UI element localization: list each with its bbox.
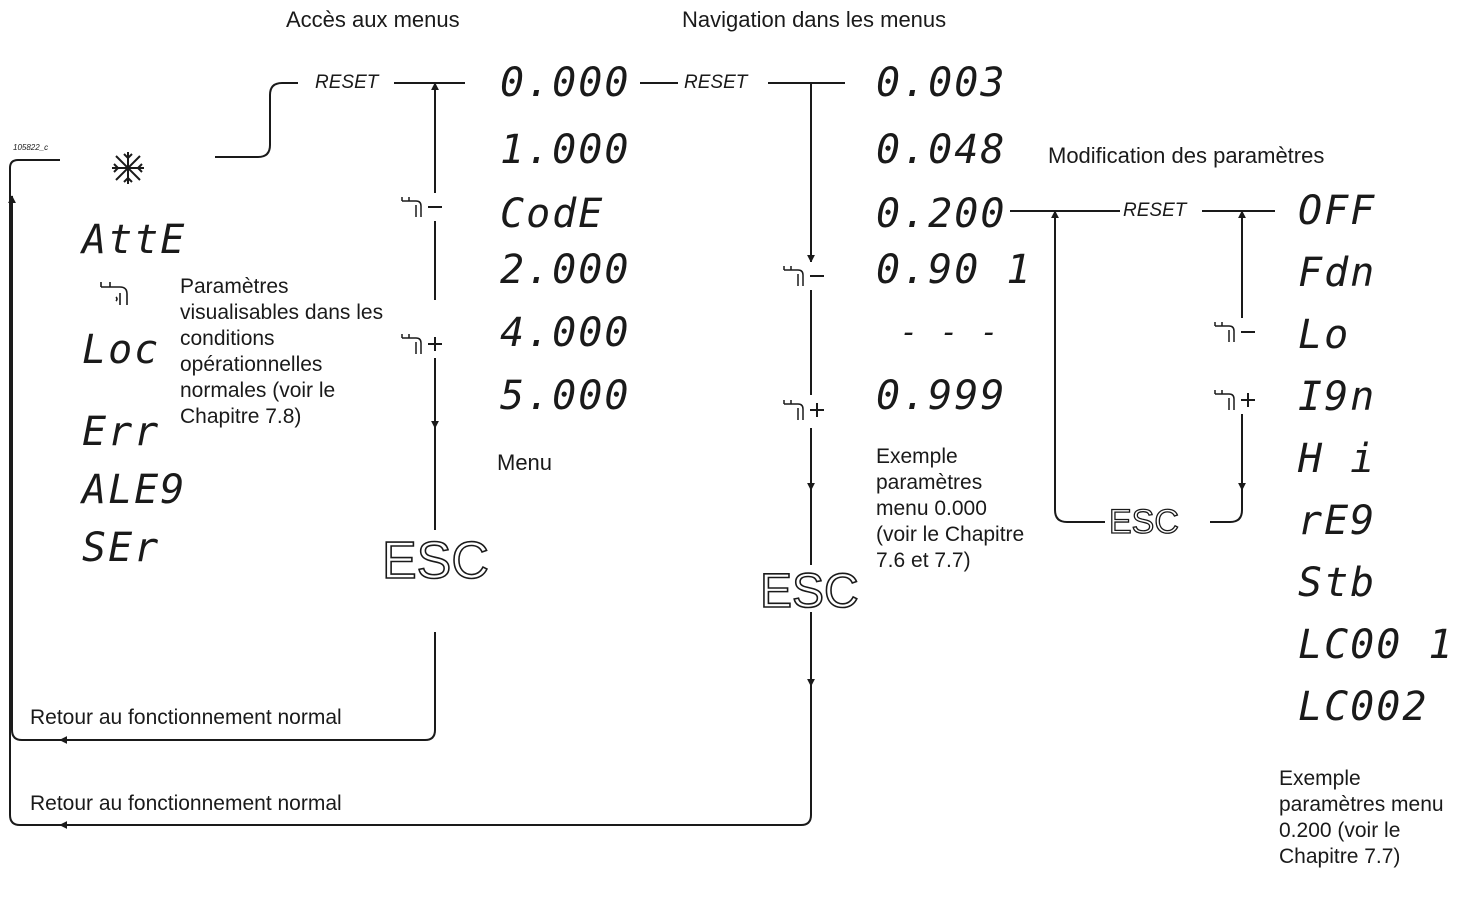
value-code-reg: rE9 (1298, 498, 1377, 544)
return-label-1: Retour au fonctionnement normal (30, 706, 342, 729)
value-code-stb: Stb (1298, 560, 1377, 606)
tap-plus-icon-mod[interactable] (1213, 386, 1259, 414)
value-code-hi: H i (1298, 436, 1377, 482)
mod-esc-link (1210, 490, 1243, 523)
status-code-loc: Loc (82, 327, 161, 373)
menu-code-0000: 0.000 (500, 60, 631, 106)
return-label-2: Retour au fonctionnement normal (30, 792, 342, 815)
menu-code-code: CodE (500, 191, 605, 237)
figure-id: 105822_c (13, 143, 49, 152)
status-code-ale9: ALE9 (82, 467, 187, 513)
tap-minus-icon[interactable] (400, 193, 446, 221)
return-line-1-left (8, 195, 60, 741)
status-code-ser: SEr (82, 525, 161, 571)
menu-code-5000: 5.000 (500, 373, 631, 419)
return-loop-1 (59, 632, 436, 744)
tap-icon (100, 282, 128, 305)
menu-code-4000: 4.000 (500, 310, 631, 356)
value-code-off: OFF (1298, 188, 1377, 234)
connector-start (215, 82, 298, 158)
status-code-err: Err (82, 409, 161, 455)
param-note: Exemple paramètres menu 0.000 (voir le C… (876, 445, 1025, 572)
title-modification: Modification des paramètres (1048, 143, 1325, 168)
title-navigation: Navigation dans les menus (682, 7, 947, 32)
esc-button-menu[interactable]: ESC (381, 532, 490, 590)
param-code-0999: 0.999 (876, 373, 1007, 419)
param-code-0901: 0.90 1 (876, 247, 1033, 293)
value-code-lc001: LC00 1 (1298, 622, 1455, 668)
tap-plus-icon[interactable] (400, 330, 446, 358)
status-code-atte: AttE (82, 217, 187, 263)
menu-code-1000: 1.000 (500, 127, 631, 173)
menu-label: Menu (497, 450, 553, 475)
reset-label-1: RESET (312, 73, 382, 93)
param-code-0200: 0.200 (876, 191, 1007, 237)
tap-plus-icon-nav[interactable] (782, 396, 828, 424)
esc-button-navigation[interactable]: ESC (759, 565, 859, 618)
value-code-lc002: LC002 (1298, 684, 1429, 730)
tap-minus-icon-nav[interactable] (782, 262, 828, 290)
tap-minus-icon-mod[interactable] (1213, 318, 1259, 346)
param-code-0003: 0.003 (876, 60, 1007, 106)
value-code-lo: Lo (1298, 312, 1351, 358)
title-access: Accès aux menus (286, 7, 460, 32)
return-loop-2 (59, 650, 812, 829)
param-code-0048: 0.048 (876, 127, 1007, 173)
return-line-2-left (9, 159, 60, 826)
value-code-fdn: Fdn (1298, 250, 1377, 296)
param-code-ellipsis: - - - (900, 315, 1001, 350)
value-note: Exemple paramètres menu 0.200 (voir le C… (1279, 767, 1444, 868)
menu-code-2000: 2.000 (500, 247, 631, 293)
status-note: Paramètres visualisables dans les condit… (180, 275, 384, 428)
value-code-ign: I9n (1298, 374, 1377, 420)
reset-label-3: RESET (1120, 201, 1190, 221)
reset-label-2: RESET (681, 73, 751, 93)
mod-left-up (1051, 210, 1105, 523)
esc-button-modification[interactable]: ESC (1105, 504, 1183, 540)
snowflake-icon (112, 152, 144, 184)
